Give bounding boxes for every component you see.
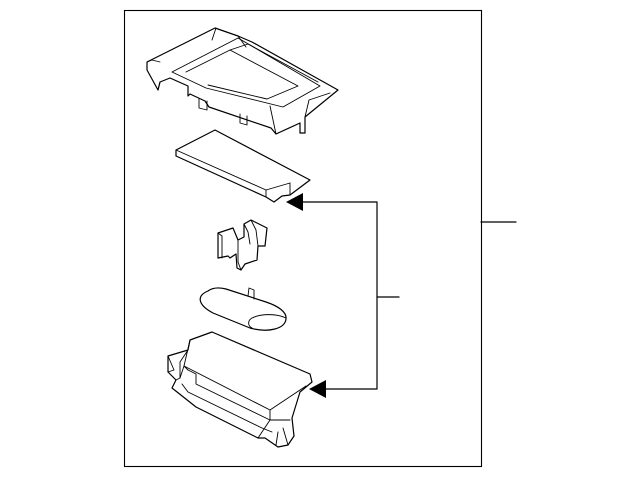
oval-mat-insert [199,287,287,331]
retaining-clip [217,219,268,271]
console-mat-pad [175,129,311,203]
storage-bin-box [167,331,313,448]
sub-assembly-bracket [286,193,400,398]
arrowhead-lower [309,380,326,398]
arrowhead-upper [286,193,303,211]
console-lid-trim-panel [146,27,339,135]
